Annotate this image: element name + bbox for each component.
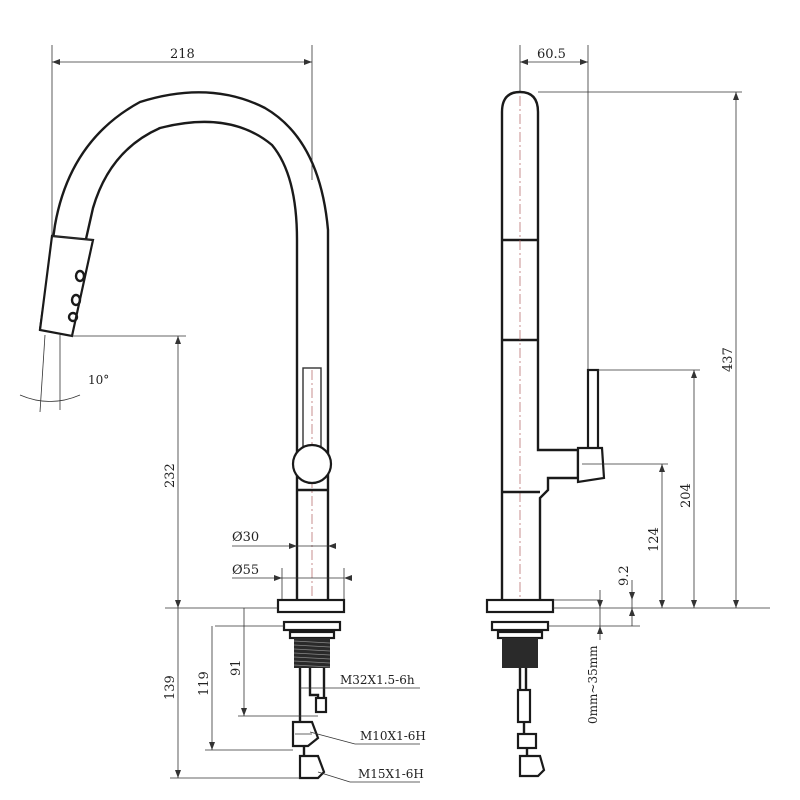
arrow-head	[175, 770, 181, 778]
side-base-flange	[485, 598, 555, 614]
arrow-head	[52, 59, 60, 65]
lever-height-label: 124	[647, 527, 662, 552]
spout-outer	[38, 91, 330, 600]
arrow-head	[175, 600, 181, 608]
width-label: 218	[170, 47, 195, 62]
angle-arc	[19, 394, 81, 402]
spray-head-joint	[51, 235, 94, 241]
arrow-head	[691, 370, 697, 378]
arrow-head	[241, 708, 247, 716]
depth-short-label: 91	[229, 659, 244, 676]
thread-hose1-label: M10X1-6H	[360, 729, 426, 743]
spray-button-icon	[70, 293, 82, 307]
arrow-head	[659, 464, 665, 472]
side-hose-fitting	[516, 688, 532, 724]
thread-lines	[293, 640, 331, 668]
side-mount-nut	[496, 630, 544, 640]
arrow-head	[580, 59, 588, 65]
side-washer	[490, 620, 550, 632]
thread-line	[293, 648, 331, 652]
thread-line	[293, 652, 331, 656]
side-connector-m10	[516, 732, 538, 750]
mount-nut	[288, 630, 336, 640]
side-threaded-shank	[502, 638, 538, 668]
handle-lever	[586, 368, 600, 452]
thread-hose2-label: M15X1-6H	[358, 767, 424, 781]
spray-axis-line	[39, 334, 46, 413]
thread-line	[293, 656, 331, 660]
handle-height-label: 204	[679, 483, 694, 508]
thread-main-label: M32X1.5-6h	[340, 673, 415, 687]
arrow-head	[659, 600, 665, 608]
arrow-head	[209, 742, 215, 750]
arrow-head	[520, 59, 528, 65]
side-connector-m15	[518, 754, 546, 778]
spray-angle-label: 10°	[88, 373, 109, 387]
hose-connector-m15	[298, 754, 326, 780]
thread-line	[293, 644, 331, 648]
lever-base	[576, 446, 606, 484]
arrow-head	[733, 92, 739, 100]
deck-thickness-label: 0mm~35mm	[586, 645, 600, 724]
front-view: 218 10° 232 Ø30	[19, 45, 426, 783]
arrow-head	[597, 600, 603, 608]
leader-line	[317, 771, 351, 783]
depth-mid-label: 119	[197, 671, 212, 696]
base-flange	[276, 598, 346, 614]
arrow-head	[175, 336, 181, 344]
spray-head	[38, 234, 95, 338]
diameter-base-label: Ø55	[232, 563, 259, 578]
diameter-small-label: Ø30	[232, 530, 259, 545]
side-body-outline	[536, 440, 580, 600]
spray-button-icon	[74, 269, 86, 283]
spout-inner	[63, 120, 299, 600]
arrow-head	[289, 543, 297, 549]
thread-line	[293, 664, 331, 668]
leader-line	[309, 731, 356, 745]
washer	[282, 620, 342, 632]
arrow-head	[629, 608, 635, 616]
hose-fitting	[314, 696, 328, 714]
side-depth-label: 60.5	[537, 47, 566, 62]
arrow-head	[691, 600, 697, 608]
total-height-label: 437	[721, 347, 736, 372]
side-hose	[518, 668, 528, 690]
arrow-head	[733, 600, 739, 608]
side-view: 60.5 437	[485, 45, 770, 778]
spray-button-icon	[67, 311, 79, 323]
thread-line	[293, 660, 331, 664]
height-label: 232	[163, 463, 178, 488]
arrow-head	[328, 543, 336, 549]
arrow-head	[304, 59, 312, 65]
handle-knob	[291, 443, 333, 485]
arrow-head	[597, 626, 603, 634]
arrow-head	[629, 592, 635, 600]
arrow-head	[344, 575, 352, 581]
arrow-head	[274, 575, 282, 581]
base-height-label: 9.2	[617, 565, 632, 586]
depth-total-label: 139	[163, 675, 178, 700]
thread-line	[293, 640, 331, 644]
side-spout-tube	[500, 90, 540, 600]
